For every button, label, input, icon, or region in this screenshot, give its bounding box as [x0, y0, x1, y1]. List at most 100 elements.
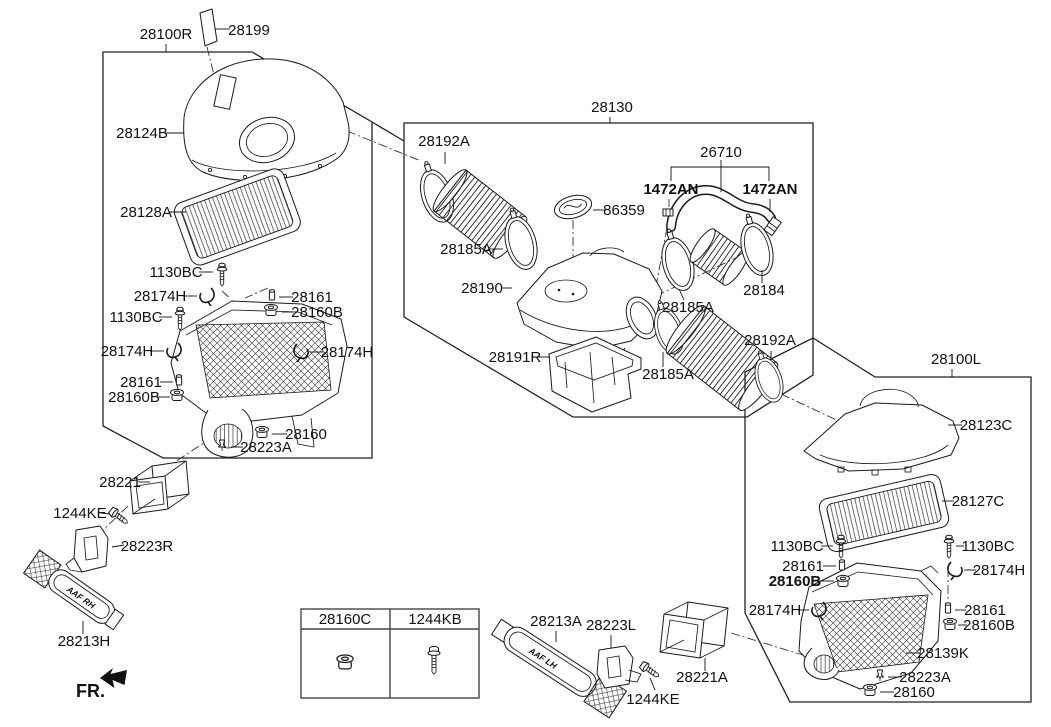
- fitting-1472AN-right-drawing: [763, 216, 782, 237]
- bracket-28223L-drawing: [596, 645, 642, 689]
- part-label-1130BC-1: 1130BC: [149, 264, 202, 281]
- grommet-28160B-right1-drawing: [836, 574, 850, 587]
- front-direction-label: FR.: [76, 681, 105, 701]
- table-header-28160C: 28160C: [319, 611, 372, 628]
- leader-lines: [82, 28, 976, 693]
- grommet-28160-left-drawing: [255, 425, 269, 438]
- group-box-28100L: [744, 337, 1032, 703]
- bolt-1130BC-left1-drawing: [216, 262, 228, 287]
- part-label-28191R: 28191R: [489, 349, 542, 366]
- small-parts-table: 28160C 1244KB: [300, 608, 480, 699]
- part-label-86359: 86359: [603, 202, 645, 219]
- breather-hose-26710-drawing: [662, 184, 782, 237]
- part-label-28160-1: 28160: [285, 426, 327, 443]
- air-duct-28221-drawing: [129, 460, 190, 515]
- group-box-28100R: [102, 51, 373, 459]
- part-label-28161-2: 28161: [120, 374, 162, 391]
- table-header-1244KB: 1244KB: [408, 611, 461, 628]
- part-label-28161-4: 28161: [964, 602, 1006, 619]
- part-label-1472AN-1: 1472AN: [643, 181, 698, 198]
- part-label-28128A: 28128A: [120, 204, 172, 221]
- pin-28161-left1-drawing: [268, 289, 276, 301]
- pin-28161-right2-drawing: [944, 602, 952, 614]
- group-outline-boxes: [102, 51, 1032, 703]
- part-label-28192A-2: 28192A: [744, 332, 796, 349]
- part-label-28192A-1: 28192A: [418, 133, 470, 150]
- bracket-28223R-drawing: [65, 525, 109, 573]
- part-label-28185A-1: 28185A: [440, 241, 492, 258]
- part-label-28185A-3: 28185A: [642, 366, 694, 383]
- part-label-1130BC-4: 1130BC: [961, 538, 1014, 555]
- bolt-1130BC-right2-drawing: [943, 534, 955, 559]
- part-label-28100R: 28100R: [140, 26, 193, 43]
- grommet-28160B-left2-drawing: [170, 388, 184, 401]
- part-label-28174H-1: 28174H: [134, 288, 187, 305]
- part-label-28139K: 28139K: [917, 645, 969, 662]
- part-label-1244KE-2: 1244KE: [626, 691, 679, 708]
- air-intake-assembly-28190-drawing: [516, 247, 663, 352]
- part-label-1130BC-3: 1130BC: [770, 538, 823, 555]
- part-label-28123C: 28123C: [960, 417, 1013, 434]
- bolt-1244KE-bottom-drawing: [638, 659, 662, 681]
- front-direction-arrow: [100, 668, 127, 688]
- part-label-28221A: 28221A: [676, 669, 728, 686]
- air-intake-duct-28213H-drawing: AAF RH: [22, 549, 125, 631]
- pin-28161-right1-drawing: [838, 559, 846, 571]
- part-label-28100L: 28100L: [931, 351, 981, 368]
- bolt-1244KB-drawing: [427, 646, 441, 675]
- part-label-28185A-2: 28185A: [662, 299, 714, 316]
- part-label-28160-2: 28160: [893, 684, 935, 701]
- air-cleaner-body-28100R-drawing: [170, 300, 348, 458]
- part-label-28223A-2: 28223A: [899, 669, 951, 686]
- part-label-28161-1: 28161: [291, 289, 333, 306]
- part-label-28213H: 28213H: [58, 633, 111, 650]
- grommet-28160-right-drawing: [863, 683, 877, 696]
- grommet-28160B-left1-drawing: [264, 303, 278, 316]
- part-label-28160B-1: 28160B: [291, 304, 343, 321]
- part-label-28160B-3: 28160B: [769, 573, 822, 590]
- pin-28161-left2-drawing: [175, 374, 183, 386]
- part-label-28199: 28199: [228, 22, 270, 39]
- part-label-28161-3: 28161: [782, 558, 824, 575]
- part-label-28174H-3: 28174H: [321, 344, 374, 361]
- part-label-28223A-1: 28223A: [240, 439, 292, 456]
- part-label-1130BC-2: 1130BC: [109, 309, 162, 326]
- part-label-28174H-2: 28174H: [101, 343, 154, 360]
- grommet-28160B-right2-drawing: [943, 617, 957, 630]
- air-cleaner-cover-28123C-drawing: [803, 388, 960, 476]
- cap-86359-drawing: [553, 194, 593, 220]
- grommet-28160C-drawing: [336, 654, 354, 670]
- part-label-28223L: 28223L: [586, 617, 636, 634]
- front-direction-indicator: FR.: [76, 668, 127, 701]
- clip-28174H-right1-drawing: [947, 561, 963, 581]
- group-box-28130: [403, 122, 814, 418]
- group-box-connector-left: [371, 121, 405, 142]
- fitting-1472AN-left-drawing: [662, 208, 674, 217]
- air-filter-28128A-drawing: [173, 168, 301, 266]
- part-label-28174H-5: 28174H: [749, 602, 802, 619]
- clip-28174H-left1-drawing: [199, 287, 215, 307]
- part-label-28223R: 28223R: [121, 538, 174, 555]
- part-label-1472AN-2: 1472AN: [742, 181, 797, 198]
- part-label-28174H-4: 28174H: [973, 562, 1026, 579]
- part-label-28160B-2: 28160B: [108, 389, 160, 406]
- air-filter-28127C-drawing: [818, 474, 950, 552]
- part-label-26710: 26710: [700, 144, 742, 161]
- part-label-28127C: 28127C: [952, 493, 1005, 510]
- bolt-1130BC-left2-drawing: [174, 306, 186, 331]
- sticker-28199-drawing: [199, 8, 218, 47]
- part-label-28124B: 28124B: [116, 125, 168, 142]
- bolt-1244KE-left-drawing: [107, 505, 131, 528]
- part-number-labels: 28100R 28199 28124B 28128A 1130BC 28174H…: [53, 22, 1025, 708]
- part-label-28221: 28221: [99, 474, 141, 491]
- part-label-28130: 28130: [591, 99, 633, 116]
- part-label-28160B-4: 28160B: [963, 617, 1015, 634]
- resonator-28191R-drawing: [548, 336, 642, 413]
- part-label-1244KE-1: 1244KE: [53, 505, 106, 522]
- resonator-sleeve-drawing: [689, 228, 749, 286]
- part-label-28184: 28184: [743, 282, 785, 299]
- air-duct-28221A-drawing: [659, 601, 729, 659]
- part-label-28213A: 28213A: [530, 613, 582, 630]
